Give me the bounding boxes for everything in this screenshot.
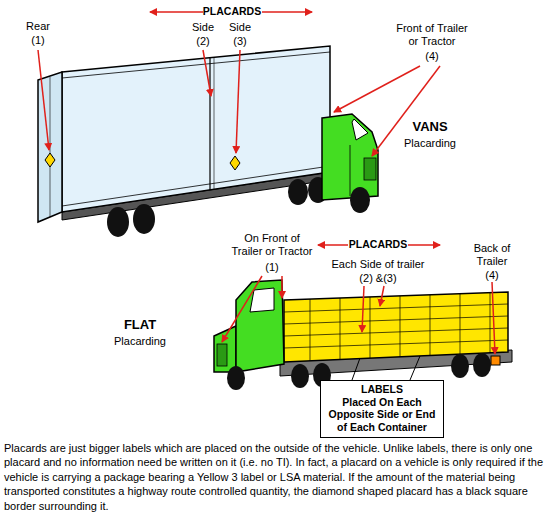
callout-label: Side: [186, 21, 220, 34]
callout-arrow: [222, 276, 262, 342]
diagram-subheading: Placarding: [390, 137, 470, 150]
box-heading: LABELS: [324, 383, 440, 396]
wheel: [227, 366, 245, 390]
placard-diamond: [230, 156, 240, 170]
box-text: Placed On Each Opposite Side or End of E…: [324, 396, 440, 434]
bracket-arrow: [262, 11, 312, 13]
callout-number: (1): [257, 261, 287, 274]
leader-line: [410, 356, 420, 380]
callout-number: (4): [417, 50, 447, 63]
callout-arrow: [38, 50, 49, 150]
trailer-rail: [62, 166, 330, 206]
diagram-heading: VANS: [395, 120, 465, 135]
callout-arrow: [281, 276, 283, 298]
trailer-seam: [209, 58, 210, 190]
tractor-cab: [236, 280, 284, 372]
trailer-side: [62, 46, 330, 212]
cab-window: [250, 288, 274, 312]
van-truck: [38, 46, 378, 237]
wheel: [133, 204, 155, 234]
wheel: [350, 187, 370, 213]
callout-label: Front of Trailer or Tractor: [390, 22, 474, 47]
callout-number: (1): [23, 34, 53, 47]
callout-arrow: [380, 286, 384, 306]
bracket-arrow: [150, 11, 203, 13]
cab-grille: [364, 158, 376, 180]
callout-arrow: [492, 282, 495, 354]
callout-label: Each Side of trailer: [323, 258, 433, 271]
cab-grille: [217, 344, 227, 366]
callout-label: Side: [223, 21, 257, 34]
pipe-load: [284, 292, 508, 362]
diagram-subheading: Placarding: [100, 335, 180, 348]
callout-number: (4): [477, 269, 507, 282]
cab-window: [352, 119, 368, 140]
label-leaders: [352, 356, 420, 380]
callout-number: (2) &(3): [348, 272, 408, 285]
callout-arrow: [236, 50, 240, 153]
cab-door: [350, 145, 351, 196]
trailer-rear: [38, 72, 62, 222]
trailer-rail: [62, 52, 330, 78]
pipe-lines: [284, 293, 508, 361]
wheel: [288, 179, 308, 205]
group-heading: PLACARDS: [202, 5, 262, 17]
wheel: [291, 364, 309, 388]
caption: Placards are just bigger labels which ar…: [4, 441, 548, 513]
callout-arrow: [362, 286, 364, 332]
callout-arrows: [222, 245, 495, 354]
callout-arrow: [203, 50, 211, 96]
wheel: [451, 354, 469, 378]
callout-number: (2): [188, 35, 218, 48]
callout-label: Rear: [13, 20, 63, 33]
wheel: [107, 207, 129, 237]
diagram-heading: FLAT: [105, 318, 175, 333]
wheel: [473, 353, 491, 377]
tractor-cab: [322, 114, 378, 200]
callout-arrow: [334, 66, 420, 112]
callout-label: Back of Trailer: [462, 242, 522, 267]
rear-door-seam: [50, 77, 51, 217]
callout-number: (3): [225, 35, 255, 48]
callout-arrows: [38, 12, 440, 156]
placard-diamond: [45, 153, 55, 167]
leader-line: [352, 358, 360, 380]
flatbed-truck: [214, 280, 512, 390]
tractor-hood: [214, 326, 236, 372]
bracket-arrow: [408, 244, 440, 246]
label-box: LABELSPlaced On Each Opposite Side or En…: [320, 380, 444, 438]
group-heading: PLACARDS: [348, 238, 408, 250]
callout-label: On Front of Trailer or Tractor: [229, 232, 315, 257]
bracket-arrow: [318, 244, 348, 246]
rear-placard: [491, 356, 500, 365]
trailer-seam: [214, 58, 215, 189]
